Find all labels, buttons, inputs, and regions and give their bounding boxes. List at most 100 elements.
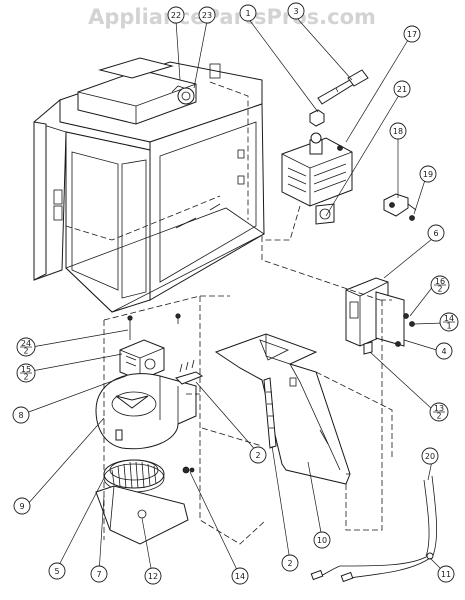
callout-number: 22 xyxy=(171,11,181,20)
callout-circle xyxy=(231,567,249,585)
fan-motor-gear xyxy=(171,85,195,105)
callout-c6: 6 xyxy=(427,224,445,242)
callout-quantity: 2 xyxy=(437,285,442,294)
watermark-text: AppliancePartsPros.com xyxy=(88,5,376,29)
callout-c15: 152 xyxy=(16,363,36,383)
callout-circle xyxy=(239,4,257,22)
callout-number: 18 xyxy=(393,127,403,136)
callout-number: 1 xyxy=(245,9,250,18)
callout-c3: 3 xyxy=(287,2,305,20)
chassis-frame xyxy=(33,57,265,313)
callout-c18: 18 xyxy=(389,122,407,140)
callout-circle xyxy=(437,565,455,583)
callout-number: 13 xyxy=(434,404,444,413)
callout-c12: 12 xyxy=(144,567,162,585)
callout-c17: 17 xyxy=(403,25,421,43)
callout-number: 14 xyxy=(444,314,454,323)
callout-circle xyxy=(421,447,439,465)
wire-harness xyxy=(310,475,438,583)
callout-c9: 9 xyxy=(13,497,31,515)
callout-c10: 10 xyxy=(313,531,331,549)
callout-circle xyxy=(435,342,453,360)
callout-number: 24 xyxy=(21,339,31,348)
callout-c21: 21 xyxy=(393,80,411,98)
screw xyxy=(175,313,181,319)
control-bracket xyxy=(345,277,415,355)
callout-number: 7 xyxy=(96,570,101,579)
fan-duct-housing xyxy=(95,373,197,450)
callout-circle xyxy=(427,224,445,242)
magnetron xyxy=(281,132,353,225)
callout-number: 23 xyxy=(202,11,212,20)
fan-blade xyxy=(103,459,165,493)
callout-c7: 7 xyxy=(90,565,108,583)
callout-circle xyxy=(167,6,185,24)
callout-c8: 8 xyxy=(12,406,30,424)
callout-number: 10 xyxy=(317,536,327,545)
callout-circle xyxy=(249,446,267,464)
callout-number: 2 xyxy=(255,451,260,460)
callout-quantity: 2 xyxy=(436,412,441,421)
callout-number: 12 xyxy=(148,572,158,581)
callout-number: 4 xyxy=(441,347,446,356)
callout-circle xyxy=(313,531,331,549)
callout-c4: 4 xyxy=(435,342,453,360)
callout-number: 11 xyxy=(441,570,451,579)
callout-number: 20 xyxy=(425,452,435,461)
callout-number: 15 xyxy=(21,365,31,374)
callout-number: 14 xyxy=(235,572,245,581)
callout-c14b: 14 xyxy=(231,567,249,585)
screw xyxy=(127,315,133,321)
callout-c24: 242 xyxy=(16,337,36,357)
callout-circle xyxy=(13,497,31,515)
thermal-sensor xyxy=(317,69,369,105)
callout-number: 5 xyxy=(54,567,59,576)
callout-c14r: 141 xyxy=(439,312,459,332)
callout-circle xyxy=(144,567,162,585)
callout-c23: 23 xyxy=(198,6,216,24)
callout-circle xyxy=(198,6,216,24)
callout-number: 6 xyxy=(433,229,438,238)
callout-number: 16 xyxy=(435,277,445,286)
callout-quantity: 2 xyxy=(23,347,28,356)
callout-circle xyxy=(403,25,421,43)
callout-c5: 5 xyxy=(48,562,66,580)
callout-c1: 1 xyxy=(239,4,257,22)
fan-motor xyxy=(119,339,165,381)
callout-circle xyxy=(12,406,30,424)
callout-quantity: 2 xyxy=(23,373,28,382)
callout-number: 9 xyxy=(19,502,24,511)
air-guide-duct xyxy=(214,333,351,485)
callout-number: 21 xyxy=(397,85,407,94)
callout-number: 8 xyxy=(18,411,23,420)
callout-circle xyxy=(90,565,108,583)
callout-c13: 132 xyxy=(429,402,449,422)
callout-c20: 20 xyxy=(421,447,439,465)
screw xyxy=(189,467,195,473)
callout-circle xyxy=(281,554,299,572)
assembly-guide-lines xyxy=(103,205,393,545)
callout-c2b: 2 xyxy=(281,554,299,572)
callout-number: 17 xyxy=(407,30,417,39)
callout-circle xyxy=(389,122,407,140)
fan-base-plate xyxy=(95,466,190,545)
callout-circle xyxy=(48,562,66,580)
callout-circle xyxy=(287,2,305,20)
callout-c2a: 2 xyxy=(249,446,267,464)
callout-number: 2 xyxy=(287,559,292,568)
callout-c16: 162 xyxy=(430,275,450,295)
callout-circle xyxy=(419,165,437,183)
callout-number: 19 xyxy=(423,170,433,179)
connector-clip xyxy=(309,109,325,127)
callout-c19: 19 xyxy=(419,165,437,183)
callout-c11: 11 xyxy=(437,565,455,583)
callout-quantity: 1 xyxy=(446,322,451,331)
spacer-block xyxy=(175,359,204,385)
callout-circle xyxy=(393,80,411,98)
thermostat-bracket xyxy=(383,193,417,221)
strip-gasket xyxy=(263,377,277,449)
callout-number: 3 xyxy=(293,7,298,16)
callout-c22: 22 xyxy=(167,6,185,24)
